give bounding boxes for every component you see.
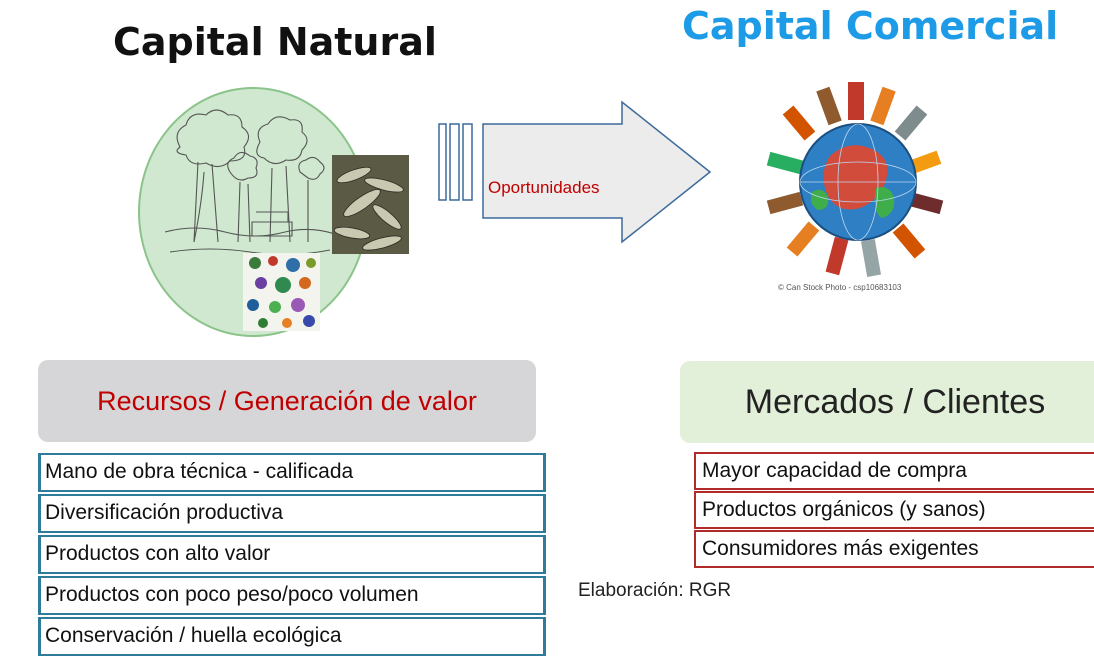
- list-item: Mano de obra técnica - calificada: [38, 453, 546, 492]
- fish-photo: [332, 155, 409, 254]
- capital-comercial-title: Capital Comercial: [682, 4, 1059, 48]
- credit-note: Elaboración: RGR: [578, 580, 732, 601]
- mercados-list: Mayor capacidad de compra Productos orgá…: [694, 452, 1094, 569]
- forest-sketch: [164, 109, 336, 256]
- list-item: Productos con poco peso/poco volumen: [38, 576, 546, 615]
- list-item: Mayor capacidad de compra: [694, 452, 1094, 490]
- recursos-list: Mano de obra técnica - calificada Divers…: [38, 453, 546, 658]
- opportunities-arrow: [438, 100, 712, 244]
- list-item: Productos orgánicos (y sanos): [694, 491, 1094, 529]
- list-item: Productos con alto valor: [38, 535, 546, 574]
- recursos-header: Recursos / Generación de valor: [38, 360, 536, 442]
- list-item: Consumidores más exigentes: [694, 530, 1094, 568]
- list-item: Diversificación productiva: [38, 494, 546, 533]
- mercados-header: Mercados / Clientes: [680, 361, 1094, 443]
- globe-city-illustration: [766, 82, 944, 277]
- plants-illustration: [243, 253, 320, 331]
- capital-natural-title: Capital Natural: [113, 20, 437, 64]
- list-item: Conservación / huella ecológica: [38, 617, 546, 656]
- arrow-label: Oportunidades: [488, 178, 600, 197]
- photo-credit: © Can Stock Photo - csp10683103: [778, 283, 902, 292]
